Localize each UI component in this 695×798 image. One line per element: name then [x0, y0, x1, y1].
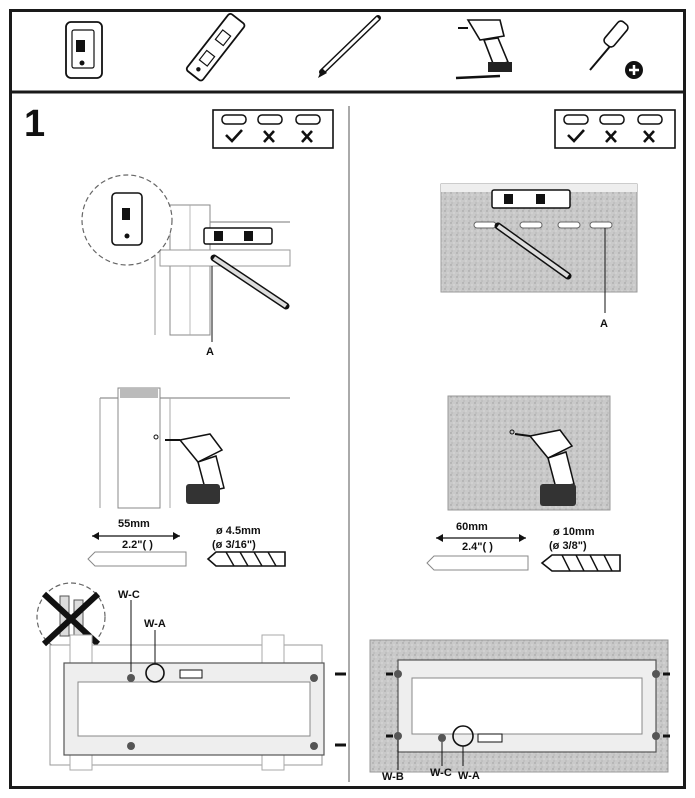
- left-drill-mm: ø 4.5mm: [216, 525, 261, 537]
- left-drill-in: (ø 3/16"): [212, 539, 256, 551]
- left-wall-type-selector: [213, 110, 333, 148]
- right-mount-on-concrete: [370, 640, 670, 772]
- left-drill-bit: [208, 552, 285, 566]
- level-icon: [186, 13, 246, 82]
- screwdriver-icon: [590, 19, 643, 79]
- stud-finder-icon: [66, 22, 102, 78]
- step-number: 1: [24, 104, 45, 144]
- left-label-wa: W-A: [144, 618, 166, 630]
- left-label-wc: W-C: [118, 589, 140, 601]
- right-wall-marking-illustration: [441, 184, 637, 313]
- right-depth-in: 2.4"( ): [462, 541, 493, 553]
- right-depth-mm: 60mm: [456, 521, 488, 533]
- left-stud-marking-illustration: [82, 175, 290, 342]
- left-depth-mm: 55mm: [118, 518, 150, 530]
- right-wall-drilling-illustration: [448, 396, 610, 510]
- right-label-wb: W-B: [382, 771, 404, 783]
- left-stud-label-a: A: [206, 346, 214, 358]
- right-wall-label-a: A: [600, 318, 608, 330]
- right-wall-type-selector: [555, 110, 675, 148]
- drill-icon: [456, 20, 512, 78]
- right-drill-mm: ø 10mm: [553, 526, 595, 538]
- left-stud-drilling-illustration: [100, 388, 290, 508]
- right-label-wc: W-C: [430, 767, 452, 779]
- right-drill-bit: [542, 555, 620, 571]
- pencil-icon: [318, 18, 378, 78]
- right-drill-in: (ø 3/8"): [549, 540, 587, 552]
- right-label-wa: W-A: [458, 770, 480, 782]
- left-depth-in: 2.2"( ): [122, 539, 153, 551]
